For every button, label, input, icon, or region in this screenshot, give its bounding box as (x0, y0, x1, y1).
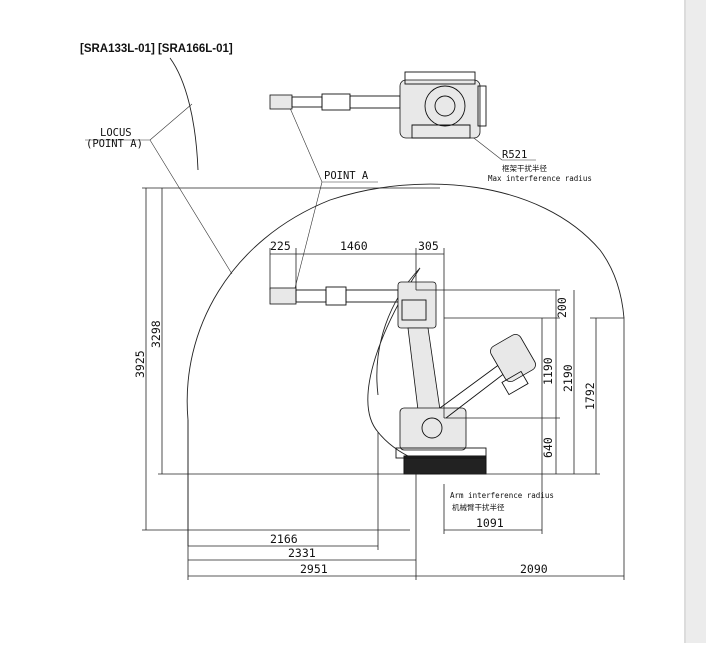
locus-arc-top (169, 57, 199, 171)
scrollbar-track[interactable] (686, 0, 706, 643)
locus-leader-2 (149, 103, 193, 141)
dim-305: 305 (418, 239, 439, 253)
robot-side-view (269, 281, 536, 475)
frame-interference-cn: 框架干扰半径 (502, 163, 547, 173)
robot-top-view (269, 71, 487, 139)
dim-1190: 1190 (541, 357, 555, 385)
point-a-label: POINT A (324, 170, 369, 182)
dim-3298: 3298 (149, 320, 163, 348)
point-a-leader-1 (289, 107, 323, 183)
dim-2166: 2166 (270, 532, 298, 546)
arm-interference-cn: 机械臂干扰半径 (452, 502, 505, 512)
max-interference-label: Max interference radius (488, 174, 592, 183)
work-envelope-arc (186, 183, 625, 433)
page-edge (684, 0, 686, 643)
arm-interference-label: Arm interference radius (450, 491, 554, 500)
point-a-leader-2 (292, 181, 323, 297)
dim-2951: 2951 (300, 562, 328, 576)
dim-1460: 1460 (340, 239, 368, 253)
locus-leader-1 (149, 139, 233, 275)
dim-225: 225 (270, 239, 291, 253)
dim-2190: 2190 (561, 364, 575, 392)
dim-2090: 2090 (520, 562, 548, 576)
locus-label: LOCUS (100, 127, 132, 139)
r521-label: R521 (502, 149, 527, 161)
dim-200: 200 (555, 297, 569, 318)
dim-1091: 1091 (476, 516, 504, 530)
dim-640: 640 (541, 437, 555, 458)
model-title: [SRA133L-01] [SRA166L-01] (80, 43, 233, 55)
dim-3925: 3925 (133, 350, 147, 378)
dim-1792: 1792 (583, 382, 597, 410)
dim-2331: 2331 (288, 546, 316, 560)
locus-point-a-label: (POINT A) (86, 138, 143, 150)
r521-leader (469, 134, 503, 161)
